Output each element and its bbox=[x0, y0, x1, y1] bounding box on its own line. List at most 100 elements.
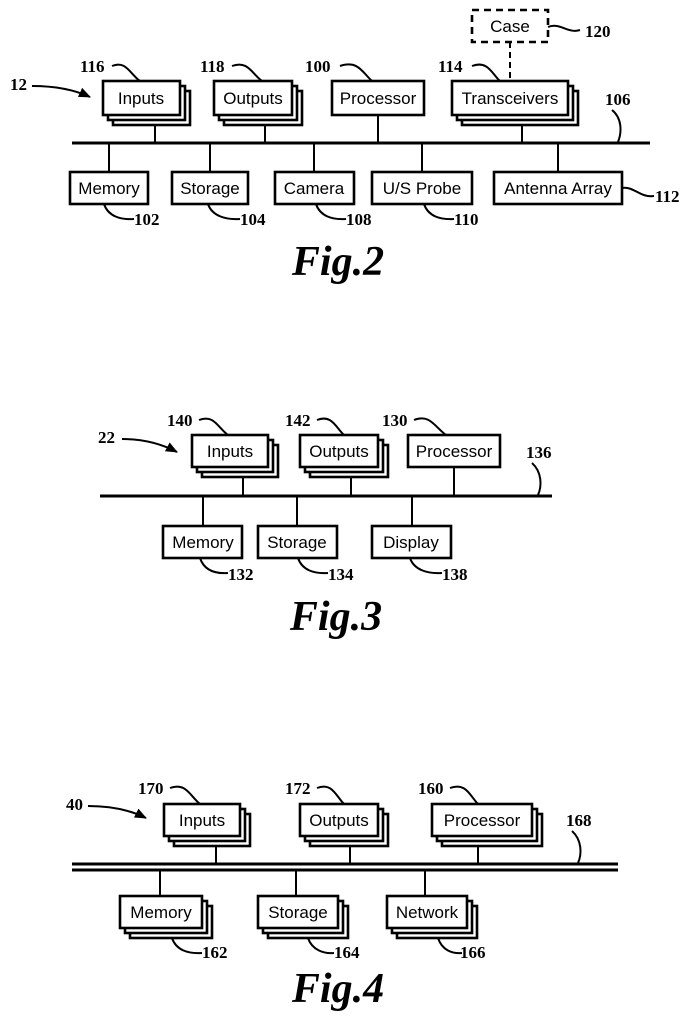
fig4-inputs-leader bbox=[170, 787, 200, 804]
fig4-inputs-block: Inputs bbox=[164, 804, 250, 864]
fig3-memory-block: Memory bbox=[163, 496, 242, 558]
fig2-transceivers-block: Transceivers bbox=[452, 81, 578, 143]
fig4-processor-block: Processor bbox=[432, 804, 542, 864]
fig3-inputs-block: Inputs bbox=[192, 435, 278, 496]
fig2-probe-label: U/S Probe bbox=[383, 179, 461, 198]
fig4-inputs-label: Inputs bbox=[179, 811, 225, 830]
fig3-processor-block: Processor bbox=[408, 435, 500, 496]
fig2-antenna-label: Antenna Array bbox=[504, 179, 612, 198]
fig3-display-leader bbox=[410, 558, 442, 573]
fig4-inputs-ref: 170 bbox=[138, 779, 164, 798]
fig4-storage-block: Storage bbox=[258, 870, 348, 938]
fig2-case-block: Case bbox=[472, 10, 548, 81]
fig2-outputs-block: Outputs bbox=[214, 81, 302, 143]
fig3-display-ref: 138 bbox=[442, 565, 468, 584]
fig2-bus-ref: 106 bbox=[605, 90, 631, 109]
fig4-outputs-label: Outputs bbox=[309, 811, 369, 830]
fig2-probe-leader bbox=[424, 204, 454, 219]
fig2-inputs-block: Inputs bbox=[103, 81, 190, 143]
fig2-diagram: 12 106 Inputs 116 Outputs 118 Pro bbox=[10, 10, 680, 285]
fig3-inputs-leader bbox=[199, 419, 228, 435]
fig4-outputs-leader bbox=[317, 787, 344, 804]
fig3-display-label: Display bbox=[383, 533, 439, 552]
fig4-network-leader bbox=[438, 938, 462, 953]
fig3-bus-ref: 136 bbox=[526, 443, 552, 462]
fig3-storage-leader bbox=[298, 558, 328, 573]
fig4-outputs-block: Outputs bbox=[300, 804, 388, 864]
fig4-network-ref: 166 bbox=[460, 943, 486, 962]
fig4-bus-ref: 168 bbox=[566, 811, 592, 830]
fig3-outputs-block: Outputs bbox=[300, 435, 388, 496]
fig4-network-block: Network bbox=[387, 870, 477, 938]
fig2-camera-label: Camera bbox=[284, 179, 345, 198]
fig4-memory-ref: 162 bbox=[202, 943, 228, 962]
fig3-processor-ref: 130 bbox=[382, 411, 408, 430]
fig2-probe-ref: 110 bbox=[454, 210, 479, 229]
fig2-storage-leader bbox=[208, 204, 240, 219]
fig2-case-ref: 120 bbox=[585, 22, 611, 41]
fig2-camera-block: Camera bbox=[275, 143, 354, 204]
fig2-storage-ref: 104 bbox=[240, 210, 266, 229]
fig4-processor-leader bbox=[450, 787, 478, 804]
fig2-transceivers-label: Transceivers bbox=[462, 89, 559, 108]
fig3-display-block: Display bbox=[372, 496, 451, 558]
fig2-inputs-label: Inputs bbox=[118, 89, 164, 108]
fig2-memory-block: Memory bbox=[70, 143, 148, 204]
fig3-memory-leader bbox=[200, 558, 228, 573]
fig2-processor-label: Processor bbox=[340, 89, 417, 108]
fig3-system-ref: 22 bbox=[98, 428, 115, 447]
fig4-diagram: 40 168 Inputs 170 Outputs 172 bbox=[66, 779, 618, 1012]
fig2-antenna-ref: 112 bbox=[655, 187, 680, 206]
fig4-outputs-ref: 172 bbox=[285, 779, 311, 798]
fig3-processor-leader bbox=[414, 418, 446, 435]
fig2-inputs-ref: 116 bbox=[80, 57, 105, 76]
fig2-camera-ref: 108 bbox=[346, 210, 372, 229]
fig2-system-arrow bbox=[32, 86, 90, 97]
fig2-transceivers-leader bbox=[472, 65, 500, 81]
fig3-memory-ref: 132 bbox=[228, 565, 254, 584]
fig2-antenna-leader bbox=[622, 188, 654, 196]
fig3-memory-label: Memory bbox=[172, 533, 234, 552]
fig3-system-arrow bbox=[122, 439, 177, 452]
fig2-processor-leader bbox=[340, 64, 372, 81]
fig4-memory-block: Memory bbox=[120, 870, 212, 938]
fig2-antenna-block: Antenna Array bbox=[494, 143, 622, 204]
fig3-bus-leader bbox=[532, 463, 540, 495]
fig4-processor-label: Processor bbox=[444, 811, 521, 830]
fig3-storage-block: Storage bbox=[258, 496, 337, 558]
fig4-storage-label: Storage bbox=[268, 903, 328, 922]
fig2-inputs-leader bbox=[112, 65, 140, 81]
fig3-outputs-label: Outputs bbox=[309, 442, 369, 461]
fig2-memory-ref: 102 bbox=[134, 210, 160, 229]
fig3-processor-label: Processor bbox=[416, 442, 493, 461]
fig2-outputs-label: Outputs bbox=[223, 89, 283, 108]
fig3-title: Fig.3 bbox=[289, 594, 382, 640]
fig4-processor-ref: 160 bbox=[418, 779, 444, 798]
fig2-camera-leader bbox=[316, 204, 346, 219]
fig2-processor-block: Processor bbox=[332, 81, 424, 143]
fig3-storage-ref: 134 bbox=[328, 565, 354, 584]
fig4-memory-leader bbox=[172, 938, 202, 953]
fig2-system-ref: 12 bbox=[10, 75, 27, 94]
fig2-case-leader bbox=[548, 26, 580, 31]
fig4-system-ref: 40 bbox=[66, 795, 83, 814]
fig2-bus-leader bbox=[612, 110, 620, 142]
fig2-storage-label: Storage bbox=[180, 179, 240, 198]
fig2-memory-label: Memory bbox=[78, 179, 140, 198]
fig2-storage-block: Storage bbox=[172, 143, 248, 204]
fig4-bus-leader bbox=[572, 831, 580, 863]
fig2-probe-block: U/S Probe bbox=[372, 143, 472, 204]
fig3-inputs-ref: 140 bbox=[167, 411, 193, 430]
fig4-title: Fig.4 bbox=[291, 966, 384, 1012]
fig4-storage-ref: 164 bbox=[334, 943, 360, 962]
fig4-storage-leader bbox=[308, 938, 334, 953]
fig2-title: Fig.2 bbox=[291, 239, 384, 285]
fig4-system-arrow bbox=[88, 806, 146, 818]
fig2-case-label: Case bbox=[490, 17, 530, 36]
fig4-memory-label: Memory bbox=[130, 903, 192, 922]
fig3-outputs-ref: 142 bbox=[285, 411, 311, 430]
fig2-transceivers-ref: 114 bbox=[438, 57, 463, 76]
fig3-outputs-leader bbox=[317, 419, 344, 435]
fig3-diagram: 22 136 Inputs 140 Outputs 142 Processo bbox=[98, 411, 552, 640]
fig3-inputs-label: Inputs bbox=[207, 442, 253, 461]
